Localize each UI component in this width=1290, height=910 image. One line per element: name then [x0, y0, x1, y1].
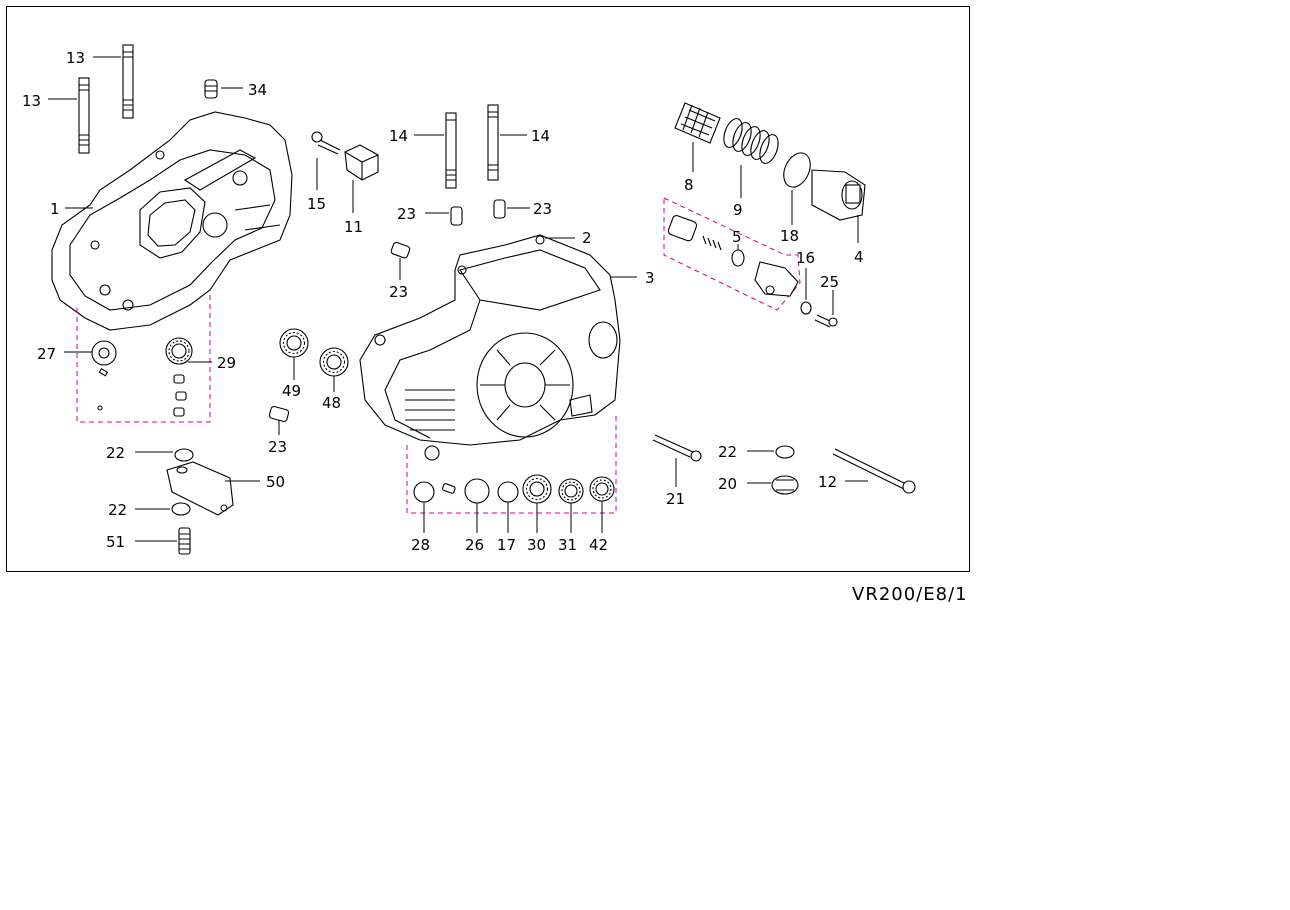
oring-5 — [731, 249, 745, 267]
callout-26: 26 — [465, 536, 484, 554]
callout-9: 9 — [733, 201, 743, 219]
callout-42: 42 — [589, 536, 608, 554]
callout-13a: 13 — [66, 49, 85, 67]
callout-28: 28 — [411, 536, 430, 554]
callout-51: 51 — [106, 533, 125, 551]
ball — [97, 405, 103, 411]
dowel-23b — [493, 199, 506, 219]
callout-8: 8 — [684, 176, 694, 194]
left-crankcase — [51, 111, 293, 331]
diagram-frame — [6, 6, 970, 572]
callout-16: 16 — [796, 249, 815, 267]
callout-14a: 14 — [389, 127, 408, 145]
stud-13a — [78, 77, 90, 154]
callout-23b: 23 — [533, 200, 552, 218]
callout-23d: 23 — [268, 438, 287, 456]
callout-29: 29 — [217, 354, 236, 372]
bearing-42 — [589, 476, 615, 502]
bolt-21 — [652, 434, 702, 462]
spring-5 — [702, 235, 722, 251]
callout-21: 21 — [666, 490, 685, 508]
callout-14b: 14 — [531, 127, 550, 145]
filter-screen-8 — [674, 102, 721, 144]
callout-49: 49 — [282, 382, 301, 400]
bolt-15 — [311, 131, 341, 155]
fitting-16 — [754, 261, 799, 297]
callout-27: 27 — [37, 345, 56, 363]
callout-5: 5 — [732, 228, 742, 246]
right-crankcase — [359, 234, 621, 461]
callout-2: 2 — [582, 229, 592, 247]
callout-15: 15 — [307, 195, 326, 213]
callout-20: 20 — [718, 475, 737, 493]
group-box-bottom — [406, 413, 617, 514]
leader-lines — [48, 56, 868, 542]
group-box-left — [76, 295, 211, 423]
block-11 — [344, 144, 379, 181]
plug-34 — [204, 79, 218, 99]
bearing-31 — [558, 478, 584, 504]
dowel-29c — [173, 407, 185, 417]
callout-3: 3 — [645, 269, 655, 287]
bolt-25-head — [828, 317, 838, 327]
oring-18 — [783, 152, 811, 188]
callout-22b: 22 — [108, 501, 127, 519]
dowel-23c — [390, 241, 411, 259]
bearing-27 — [91, 340, 117, 366]
plunger — [667, 215, 698, 242]
washer-22c — [775, 445, 795, 459]
callout-1: 1 — [50, 200, 60, 218]
callout-48: 48 — [322, 394, 341, 412]
callout-30: 30 — [527, 536, 546, 554]
pin-bottom — [442, 483, 456, 494]
dowel-29a — [173, 374, 185, 384]
diagram-code: VR200/E8/1 — [852, 584, 968, 605]
stud-14b — [487, 104, 499, 181]
callout-23a: 23 — [397, 205, 416, 223]
callout-25: 25 — [820, 273, 839, 291]
bearing-48 — [319, 347, 349, 377]
washer-25 — [800, 301, 812, 315]
callout-50: 50 — [266, 473, 285, 491]
callout-4: 4 — [854, 248, 864, 266]
bolt-12 — [832, 448, 916, 494]
callout-13b: 13 — [22, 92, 41, 110]
spring-9 — [723, 118, 779, 164]
dowel-29b — [175, 391, 187, 401]
dowel-23a — [450, 206, 463, 226]
stud-13b — [122, 44, 134, 119]
bushing-17 — [497, 481, 519, 503]
bearing-29 — [165, 337, 193, 365]
callout-22a: 22 — [106, 444, 125, 462]
callout-31: 31 — [558, 536, 577, 554]
callout-18: 18 — [780, 227, 799, 245]
nut-20 — [771, 475, 799, 495]
pin-small — [98, 368, 109, 377]
bushing-28 — [413, 481, 435, 503]
callout-23c: 23 — [389, 283, 408, 301]
callout-labels: 13 13 34 1 15 11 14 14 23 23 23 2 3 8 9 … — [22, 49, 864, 554]
bearing-49 — [279, 328, 309, 358]
bushing-26 — [464, 478, 490, 504]
bolt-51 — [178, 527, 191, 555]
stud-14a — [445, 112, 457, 189]
callout-17: 17 — [497, 536, 516, 554]
callout-22c: 22 — [718, 443, 737, 461]
callout-11: 11 — [344, 218, 363, 236]
bracket-50 — [166, 461, 234, 516]
bearing-30 — [522, 474, 552, 504]
callout-12: 12 — [818, 473, 837, 491]
callout-34: 34 — [248, 81, 267, 99]
group-box-right — [663, 197, 801, 311]
washer-22a — [174, 448, 194, 462]
filter-cap-4 — [811, 169, 866, 221]
washer-22b — [171, 502, 191, 516]
dowel-23d — [268, 405, 290, 423]
